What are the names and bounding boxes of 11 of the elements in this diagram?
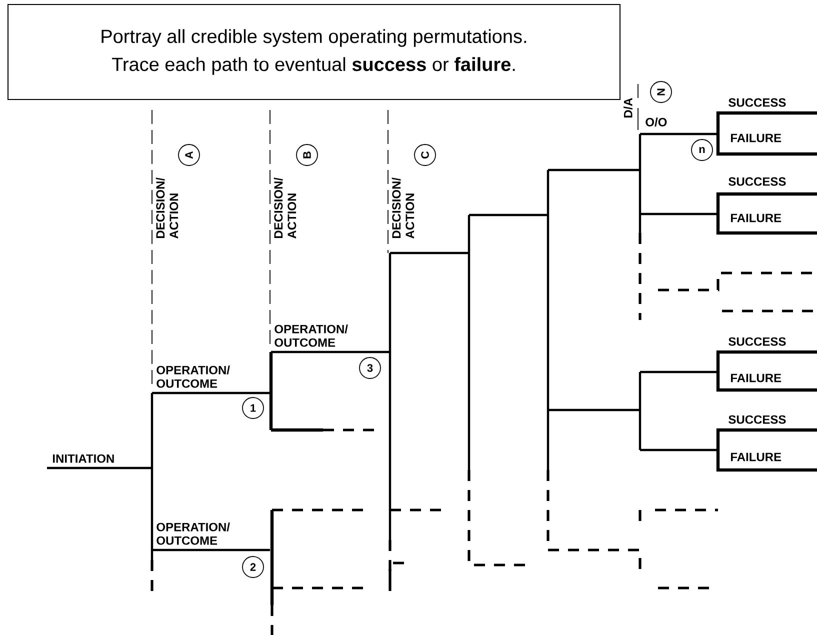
- outcome-label: FAILURE: [731, 452, 782, 462]
- outcome-label: SUCCESS: [728, 415, 786, 424]
- title-box: Portray all credible system operating permutations. Trace each path to eventual success or failure.: [8, 4, 620, 100]
- axis-label: D/A: [624, 98, 632, 118]
- branch-label: INITIATION: [53, 454, 114, 463]
- outcome-label: SUCCESS: [728, 98, 786, 107]
- outcome-label: FAILURE: [731, 374, 782, 382]
- axis-label: O/O: [646, 118, 667, 126]
- outcome-label: SUCCESS: [728, 337, 786, 346]
- outcome-label: FAILURE: [731, 214, 782, 222]
- outcome-label: SUCCESS: [728, 177, 786, 186]
